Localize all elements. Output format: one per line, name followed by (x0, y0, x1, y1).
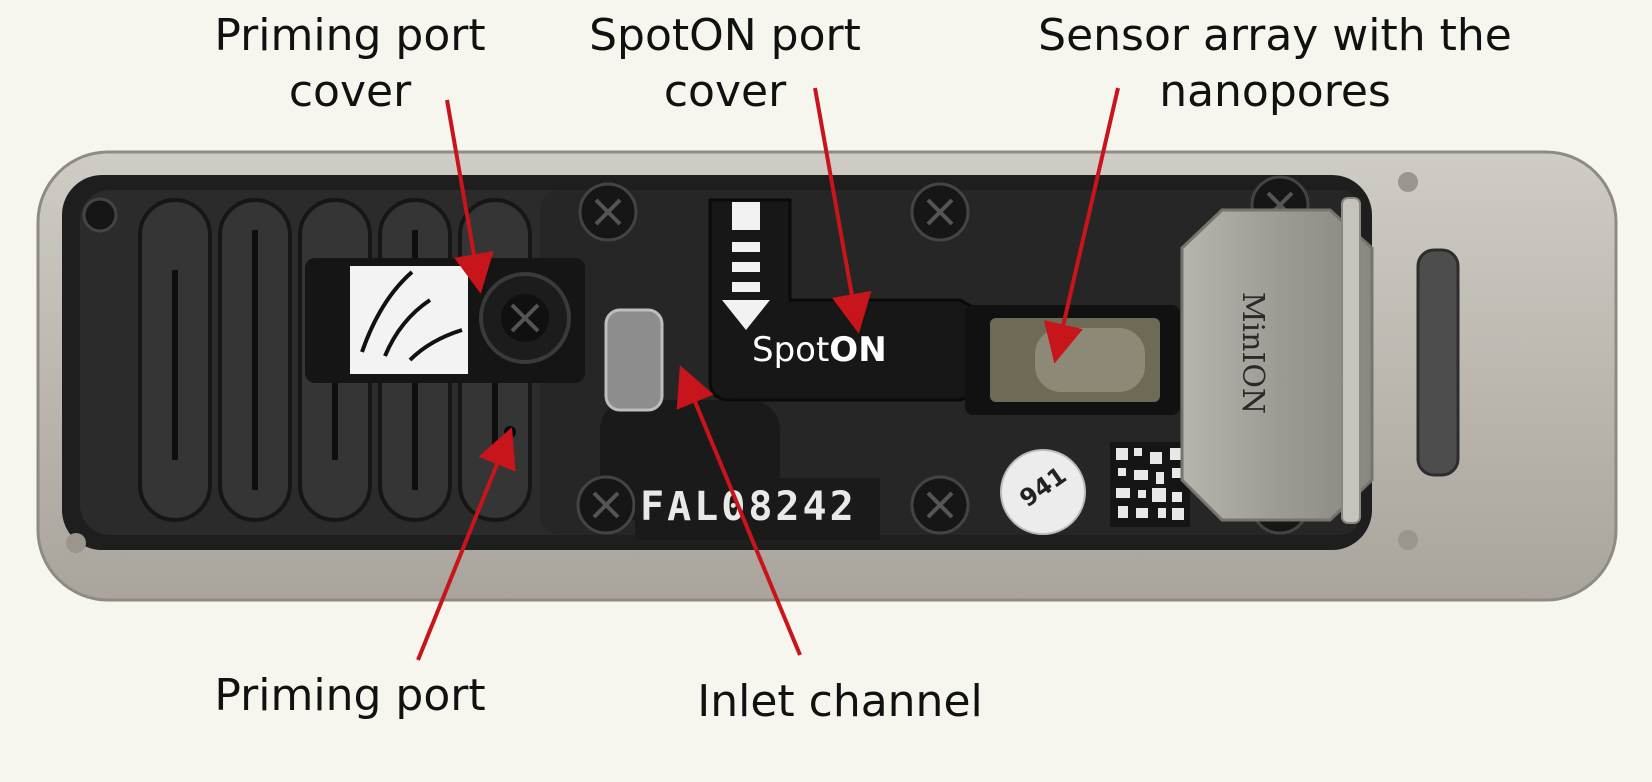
data-matrix-code (1110, 442, 1190, 527)
label-priming-port-cover-line2: cover (288, 66, 412, 117)
brand-text: MinION (1235, 291, 1270, 415)
spoton-printed-text: SpotON (752, 330, 887, 370)
label-sensor-array-line1: Sensor array with the (1038, 10, 1512, 61)
label-priming-port-cover: Priming port cover (190, 8, 510, 120)
label-sensor-array-line2: nanopores (1159, 66, 1391, 117)
lot-sticker (1000, 449, 1086, 535)
label-inlet-channel: Inlet channel (697, 676, 983, 727)
spoton-text-bold: ON (829, 330, 887, 370)
spoton-text-regular: Spot (752, 330, 830, 370)
label-sensor-array: Sensor array with the nanopores (1005, 8, 1545, 120)
label-spoton-port-cover-line2: cover (663, 66, 787, 117)
inlet-window (604, 308, 664, 412)
label-spoton-port-cover-line1: SpotON port (589, 10, 861, 61)
label-spoton-port-cover: SpotON port cover (570, 8, 880, 120)
label-priming-port: Priming port (214, 670, 486, 721)
label-priming-port-cover-line1: Priming port (214, 10, 486, 61)
serial-number: FAL08242 (640, 484, 857, 530)
priming-port (504, 426, 516, 438)
